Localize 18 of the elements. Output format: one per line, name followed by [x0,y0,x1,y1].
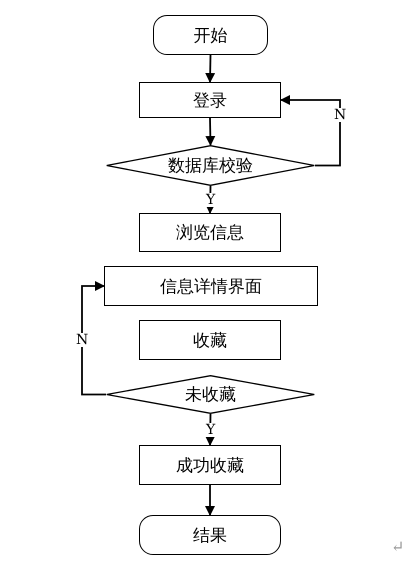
process-box: 信息详情界面 [104,266,318,306]
arrow [205,54,216,83]
arrow [81,281,106,396]
arrow [205,118,216,146]
terminal-box: 开始 [153,15,268,55]
terminal-box: 结果 [139,515,281,555]
edge-label: N [75,333,90,347]
decision-diamond: 未收藏 [106,375,315,414]
decision-diamond: 数据库校验 [106,145,315,186]
process-box: 收藏 [139,320,281,360]
edge-label: Y [205,422,216,436]
edge-label: N [333,108,348,122]
arrow [280,95,341,166]
edge-label: Y [205,192,216,206]
arrow [205,485,215,516]
process-box: 登录 [139,82,281,118]
process-box: 成功收藏 [139,445,281,485]
process-box: 浏览信息 [139,213,281,252]
